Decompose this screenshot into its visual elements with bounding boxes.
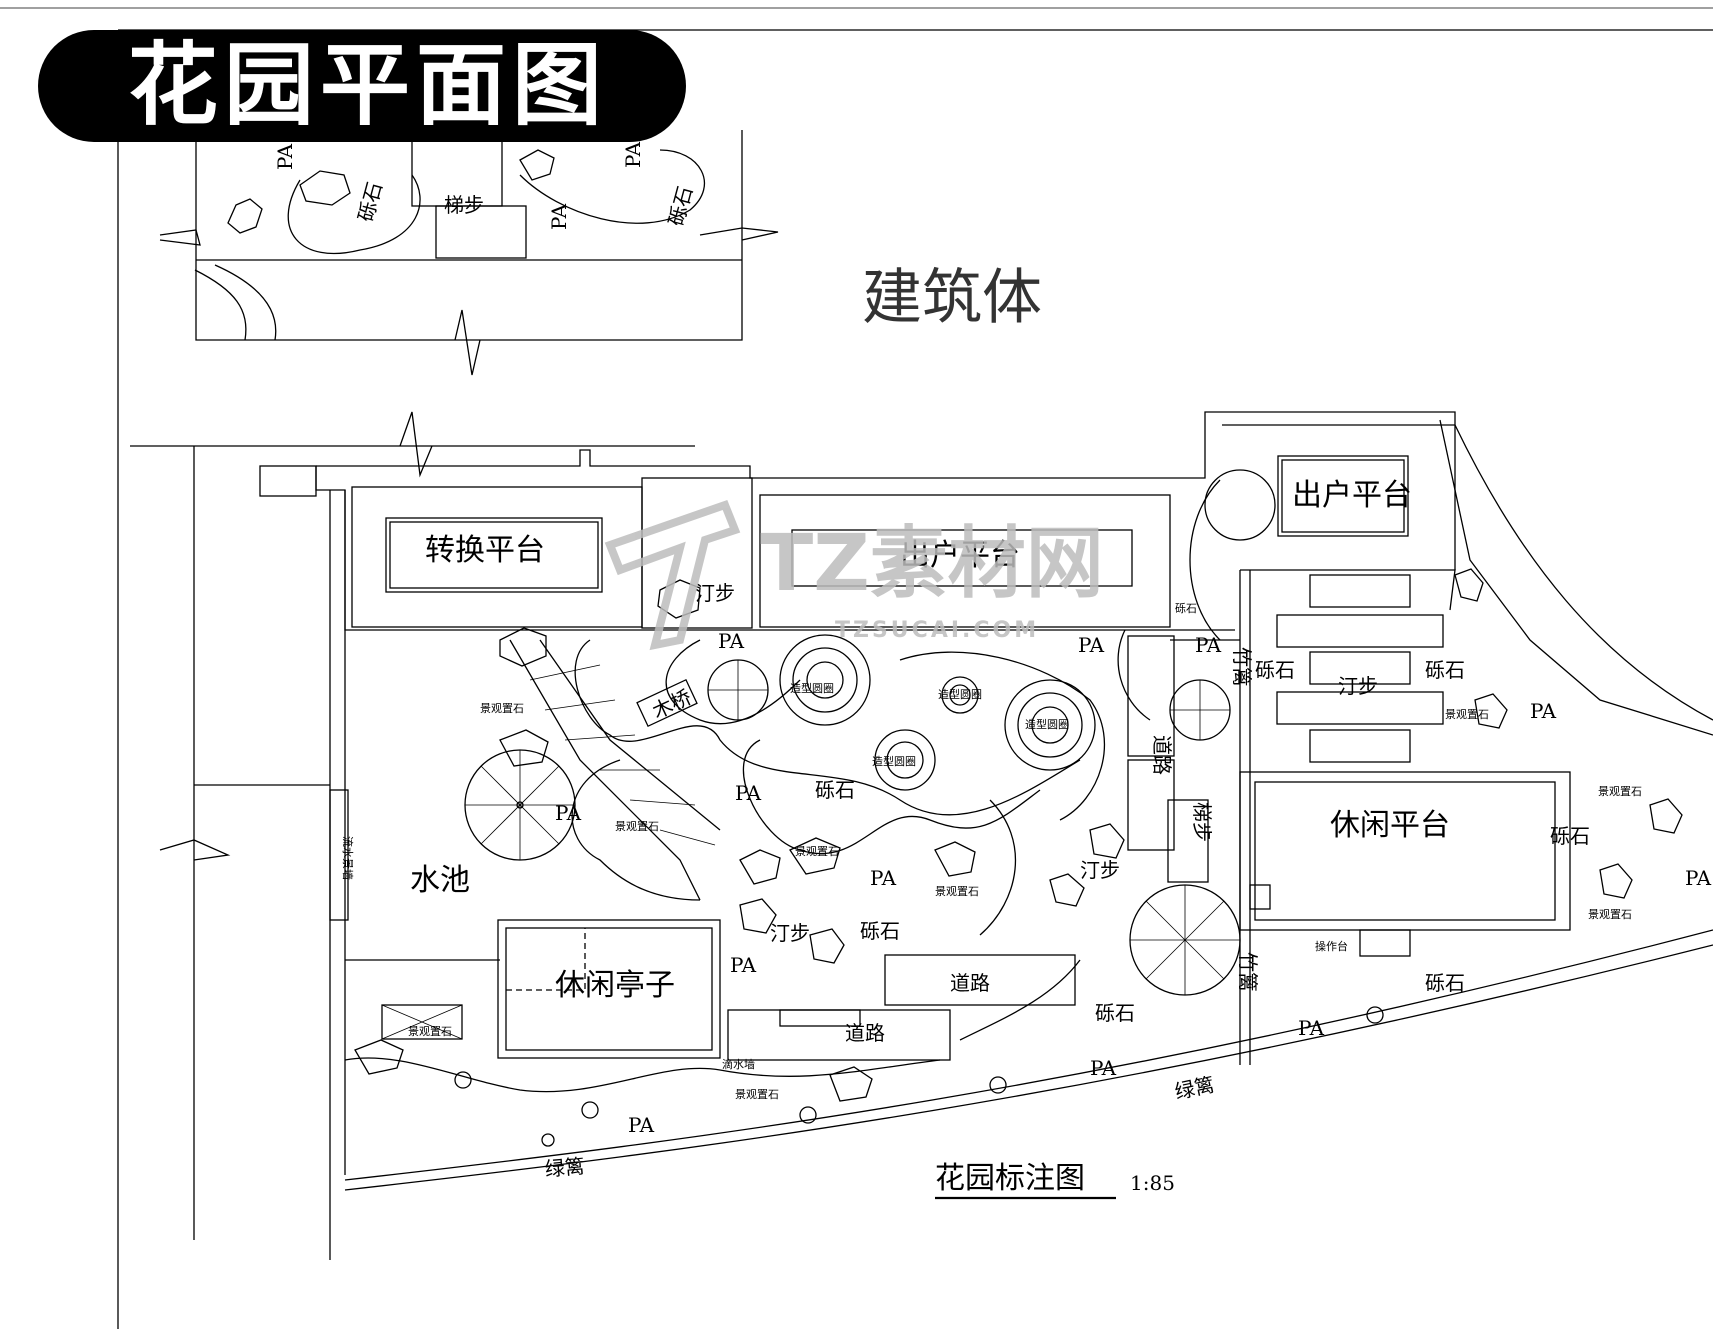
hedge-label-2: 绿篱: [544, 1154, 586, 1181]
svg-text:汀步: 汀步: [1080, 858, 1120, 882]
rock-box: [381, 678, 698, 1040]
svg-text:汀步: 汀步: [695, 581, 735, 605]
stepping-labels: 汀步 汀步 汀步 汀步: [695, 581, 1378, 945]
svg-text:PA: PA: [870, 866, 897, 890]
svg-text:PA: PA: [555, 801, 582, 825]
rocks: [354, 568, 1683, 1102]
svg-text:PA: PA: [1078, 633, 1105, 657]
upper-garden-detail: [159, 130, 779, 376]
svg-text:砾石: 砾石: [1425, 971, 1465, 995]
svg-text:PA: PA: [718, 629, 745, 653]
water-wall-label: 流水景墙: [341, 836, 355, 880]
svg-text:砾石: 砾石: [353, 179, 387, 224]
road-label-1: 道路: [950, 971, 990, 995]
rock-feature-label-9: 景观置石: [1588, 908, 1632, 921]
svg-text:砾石: 砾石: [815, 778, 855, 802]
svg-text:PA: PA: [273, 143, 297, 170]
shaped-ring-label-1: 造型圆圈: [790, 681, 834, 695]
svg-text:PA: PA: [1195, 633, 1222, 657]
svg-text:PA: PA: [1685, 866, 1712, 890]
watermark: TZ素材网 TZSUCAI.COM: [604, 499, 1104, 651]
svg-text:TZ素材网: TZ素材网: [760, 519, 1104, 609]
svg-text:PA: PA: [1090, 1056, 1117, 1080]
pa-labels: PA PA PA PA PA PA PA PA PA PA PA PA PA P…: [273, 141, 1712, 1137]
rock-feature-label-3: 景观置石: [615, 820, 659, 833]
road-label-2: 道路: [845, 1021, 885, 1045]
shaped-ring-label-3: 造型圆圈: [1025, 717, 1069, 731]
road-label-vertical: 道路: [1150, 735, 1174, 775]
rock-feature-label-8: 景观置石: [1598, 785, 1642, 798]
main-plan-outline: [130, 411, 1713, 1260]
rock-feature-label-4: 景观置石: [795, 845, 839, 858]
control-box-label: 操作台: [1315, 939, 1348, 953]
wood-bridge-label: 木桥: [649, 685, 695, 724]
svg-text:PA: PA: [1530, 699, 1557, 723]
pavilion-label: 休闲亭子: [555, 968, 675, 1003]
drip-water-label: 滴水墙: [722, 1057, 755, 1071]
exit-platform-right-label: 出户平台: [1292, 478, 1412, 513]
roads: [727, 954, 1076, 1061]
svg-text:砾石: 砾石: [664, 184, 698, 229]
transfer-platform-label: 转换平台: [425, 533, 545, 568]
svg-text:砾石: 砾石: [860, 919, 900, 943]
shrubs: [454, 1006, 1384, 1147]
rock-feature-label-1: 景观置石: [408, 1025, 452, 1038]
shaped-rings: [779, 634, 1096, 791]
svg-text:砾石: 砾石: [1255, 658, 1295, 682]
svg-text:PA: PA: [547, 203, 571, 230]
building-label: 建筑体: [862, 263, 1042, 333]
bamboo-fence-label-2: 竹篱: [1236, 952, 1260, 992]
gravel-labels: 砾石 砾石 砾石 砾石 砾石 砾石 砾石 砾石 砾石 砾石: [353, 179, 1590, 1025]
svg-text:PA: PA: [621, 141, 645, 168]
hedges: [344, 929, 1713, 1191]
leisure-platform-label: 休闲平台: [1330, 808, 1450, 843]
rock-feature-label-5: 景观置石: [935, 885, 979, 898]
bamboo-fence-label-1: 竹篱: [1230, 647, 1254, 687]
shaped-ring-label-4: 造型圆圈: [872, 754, 916, 768]
rock-feature-label-2: 景观置石: [480, 702, 524, 715]
svg-text:砾石: 砾石: [1175, 602, 1197, 615]
exit-platform-right: [1277, 455, 1409, 537]
svg-text:汀步: 汀步: [1338, 674, 1378, 698]
plan-caption: 花园标注图: [935, 1161, 1085, 1196]
svg-text:砾石: 砾石: [1095, 1001, 1135, 1025]
water-wall: [329, 789, 349, 921]
leisure-platform: [1239, 771, 1571, 957]
svg-text:砾石: 砾石: [1550, 824, 1590, 848]
svg-text:TZSUCAI.COM: TZSUCAI.COM: [835, 618, 1039, 643]
svg-text:PA: PA: [628, 1113, 655, 1137]
plan-scale: 1:85: [1130, 1171, 1175, 1195]
svg-text:汀步: 汀步: [770, 921, 810, 945]
pond-fan: [509, 639, 721, 901]
pond-label: 水池: [410, 863, 470, 898]
rock-feature-label-6: 景观置石: [735, 1088, 779, 1101]
shaped-ring-label-2: 造型圆圈: [938, 687, 982, 701]
hedge-label-1: 绿篱: [1173, 1072, 1217, 1104]
svg-text:PA: PA: [1298, 1016, 1325, 1040]
steps-label-upper: 梯步: [444, 193, 484, 217]
title-banner: 花园平面图: [38, 30, 686, 142]
exit-platform-main-label: 出户平台: [900, 538, 1020, 573]
rock-feature-label-7: 景观置石: [1445, 708, 1489, 721]
pavilion: [497, 919, 721, 1059]
svg-text:PA: PA: [735, 781, 762, 805]
svg-text:PA: PA: [730, 953, 757, 977]
svg-text:砾石: 砾石: [1425, 658, 1465, 682]
radial-features: [464, 659, 1241, 996]
page-title: 花园平面图: [128, 33, 608, 138]
exit-platform-main: [641, 477, 1171, 629]
stepping-slabs: [1276, 574, 1444, 763]
steps-label: 梯步: [1190, 802, 1214, 842]
